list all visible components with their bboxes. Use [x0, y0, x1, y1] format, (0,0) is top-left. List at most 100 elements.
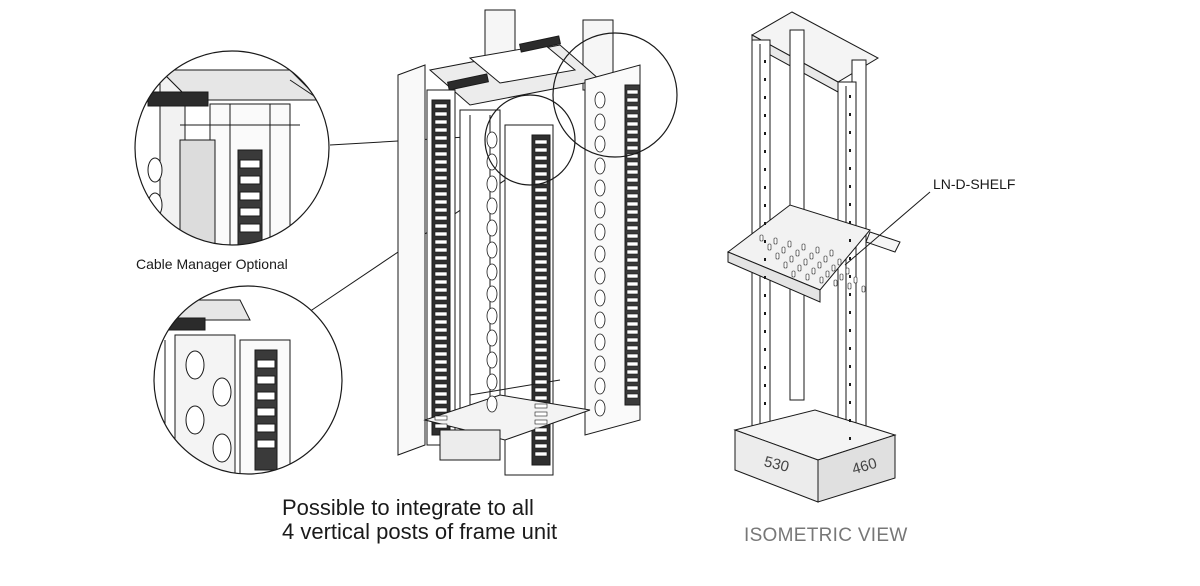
cable-slot — [534, 363, 548, 369]
cable-slot — [434, 247, 448, 253]
cable-slot — [534, 435, 548, 441]
cable-slot — [534, 331, 548, 337]
post-hole — [594, 157, 606, 175]
rack-hole — [849, 275, 851, 278]
cable-slot — [434, 279, 448, 285]
cable-slot — [534, 291, 548, 297]
post-hole — [486, 219, 498, 237]
shelf-slot — [797, 264, 802, 272]
cable-slot — [534, 451, 548, 457]
shelf-slot — [775, 252, 780, 260]
cable-slot — [434, 151, 448, 157]
cable-slot — [434, 415, 448, 421]
rack-hole — [764, 114, 766, 117]
cable-slot — [534, 315, 548, 321]
shelf-slot — [831, 264, 836, 272]
cable-slot — [626, 217, 639, 223]
cable-slot — [626, 353, 639, 359]
cable-slot — [626, 297, 639, 303]
cable-slot — [434, 127, 448, 133]
post-hole — [594, 245, 606, 263]
cable-slot — [434, 383, 448, 389]
post-hole — [594, 399, 606, 417]
rack-hole — [764, 384, 766, 387]
rack-hole — [764, 258, 766, 261]
shelf-slot — [819, 276, 824, 284]
rack-hole — [849, 437, 851, 440]
cable-slot — [434, 407, 448, 413]
cable-slot — [626, 369, 639, 375]
post-hole — [594, 311, 606, 329]
shelf-slot — [781, 246, 786, 254]
cable-slot — [434, 167, 448, 173]
cable-slot — [534, 395, 548, 401]
post-hole — [486, 395, 498, 413]
post-hole — [594, 135, 606, 153]
rack-hole — [849, 203, 851, 206]
cable-slot — [534, 227, 548, 233]
rack-hole — [849, 167, 851, 170]
cable-slot — [626, 185, 639, 191]
corner-detail-circle — [484, 32, 678, 186]
shelf-slot — [829, 249, 834, 257]
rack-hole — [849, 383, 851, 386]
cable-slot — [626, 209, 639, 215]
rack-hole — [764, 276, 766, 279]
cable-slot — [626, 313, 639, 319]
cable-slot — [434, 327, 448, 333]
rack-hole — [764, 204, 766, 207]
cable-slot — [626, 265, 639, 271]
cable-slot — [626, 257, 639, 263]
rack-hole — [849, 401, 851, 404]
rack-hole — [849, 329, 851, 332]
cable-slot — [434, 399, 448, 405]
cable-slot — [434, 319, 448, 325]
cable-slot — [626, 289, 639, 295]
post-hole — [594, 201, 606, 219]
integration-caption-line1: Possible to integrate to all — [282, 495, 534, 520]
cable-slot — [626, 89, 639, 95]
cable-slot — [534, 403, 548, 409]
cable-slot — [534, 323, 548, 329]
rack-hole — [764, 366, 766, 369]
shelf-slot — [801, 243, 806, 251]
rack-hole — [849, 95, 851, 98]
cable-slot — [626, 305, 639, 311]
cable-slot — [626, 169, 639, 175]
cable-slot — [534, 259, 548, 265]
shelf-slot — [809, 252, 814, 260]
cable-slot — [626, 377, 639, 383]
shelf-slot — [845, 267, 850, 275]
shelf-slot — [817, 261, 822, 269]
cable-slot — [626, 321, 639, 327]
isometric-rack — [727, 11, 901, 503]
cable-slot — [434, 135, 448, 141]
post-hole — [486, 285, 498, 303]
post-hole — [486, 175, 498, 193]
cable-slot — [534, 283, 548, 289]
cable-slot — [434, 423, 448, 429]
cable-manager-label: Cable Manager Optional — [136, 256, 288, 272]
shelf-slot — [811, 267, 816, 275]
post-holes — [486, 91, 606, 417]
cable-slot — [434, 183, 448, 189]
shelf-slot — [759, 234, 764, 242]
cable-slot — [534, 347, 548, 353]
cable-slot — [626, 281, 639, 287]
cable-slot — [626, 113, 639, 119]
cable-slot — [434, 239, 448, 245]
rack-hole — [764, 132, 766, 135]
cable-slot — [534, 235, 548, 241]
shelf-slot — [767, 243, 772, 251]
rack-hole — [764, 222, 766, 225]
rack-hole — [764, 240, 766, 243]
cable-slot — [434, 375, 448, 381]
cable-slot — [434, 295, 448, 301]
shelf-slot — [839, 273, 844, 281]
cable-slot — [434, 231, 448, 237]
cable-manager-slots — [434, 89, 639, 457]
rack-hole — [849, 221, 851, 224]
cable-slot — [434, 311, 448, 317]
top-detail-circle — [134, 50, 330, 246]
cable-slot — [534, 387, 548, 393]
